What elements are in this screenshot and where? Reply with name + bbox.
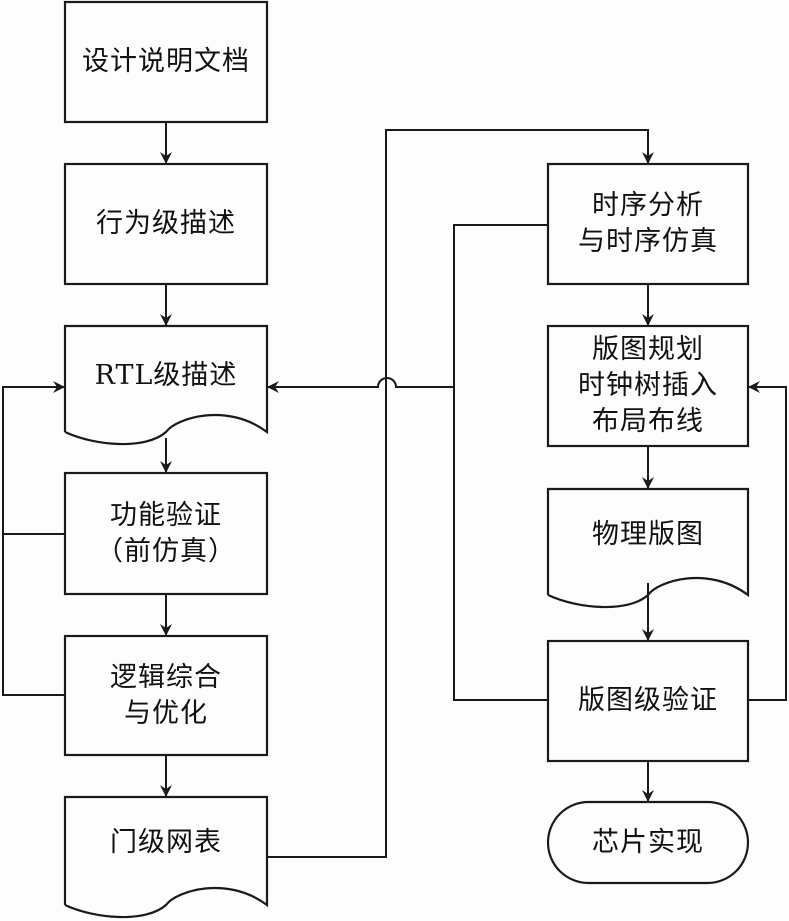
- node-rtl-shape: [63, 324, 269, 446]
- edge-layout-verify-feedback-left: [453, 387, 548, 701]
- node-timing-label: 时序分析 与时序仿真: [578, 190, 718, 257]
- node-chip-shape: [546, 800, 750, 885]
- node-physical-layout-shape: [546, 487, 750, 609]
- node-physical-layout-label: 物理版图: [592, 519, 704, 550]
- node-synthesis-label: 逻辑综合 与优化: [110, 661, 222, 729]
- edge-layout-verify-feedback-to-floorplan: [748, 381, 787, 701]
- node-layout-verify-label: 版图级验证: [578, 685, 718, 716]
- edge-timing-feedback-to-rtl: [267, 224, 548, 393]
- node-behavioral-label: 行为级描述: [96, 208, 236, 239]
- edge-netlist-to-timing: [267, 129, 654, 858]
- node-chip-label: 芯片实现: [592, 826, 704, 858]
- node-func-verify-label: 功能验证 （前仿真）: [96, 499, 236, 567]
- node-rtl-label: RTL级描述: [94, 360, 238, 391]
- node-floorplan-label: 版图规划 时钟树插入 布局布线: [578, 334, 718, 437]
- node-design-spec-label: 设计说明文档: [82, 46, 250, 77]
- node-netlist-shape: [63, 795, 269, 919]
- edge-feedback-left-to-rtl: [2, 381, 65, 696]
- node-netlist-label: 门级网表: [110, 827, 222, 858]
